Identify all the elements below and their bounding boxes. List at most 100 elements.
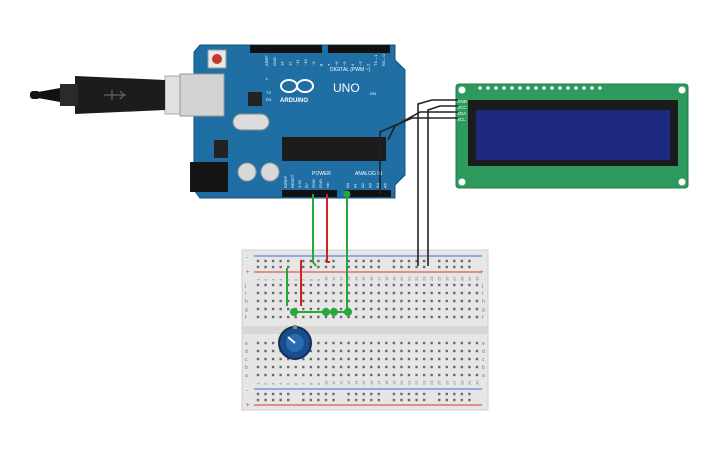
breadboard-hole[interactable]: [324, 349, 328, 353]
breadboard-hole[interactable]: [264, 341, 267, 345]
breadboard-hole[interactable]: [309, 373, 313, 377]
breadboard-hole[interactable]: [392, 357, 396, 361]
breadboard-hole[interactable]: [370, 349, 373, 353]
breadboard-hole[interactable]: [362, 299, 365, 303]
breadboard-hole[interactable]: [339, 299, 343, 303]
breadboard-hole[interactable]: [347, 315, 350, 319]
breadboard-hole[interactable]: [453, 283, 456, 287]
breadboard-hole[interactable]: [445, 365, 448, 369]
breadboard-hole[interactable]: [370, 365, 373, 369]
breadboard-hole[interactable]: [453, 259, 456, 263]
breadboard-hole[interactable]: [392, 341, 396, 345]
breadboard-hole[interactable]: [475, 307, 479, 311]
breadboard-hole[interactable]: [271, 392, 275, 396]
breadboard-hole[interactable]: [287, 357, 290, 361]
breadboard-hole[interactable]: [347, 283, 350, 287]
breadboard-hole[interactable]: [438, 398, 441, 402]
breadboard-hole[interactable]: [377, 349, 380, 353]
breadboard-hole[interactable]: [332, 398, 335, 402]
breadboard-hole[interactable]: [279, 392, 282, 396]
wire-gnd-green[interactable]: [312, 194, 317, 267]
breadboard-hole[interactable]: [415, 357, 418, 361]
breadboard-hole[interactable]: [264, 259, 267, 263]
breadboard-hole[interactable]: [332, 365, 335, 369]
breadboard-hole[interactable]: [392, 299, 396, 303]
breadboard-hole[interactable]: [400, 315, 403, 319]
breadboard-hole[interactable]: [302, 357, 305, 361]
breadboard-hole[interactable]: [354, 265, 358, 269]
breadboard-hole[interactable]: [339, 315, 343, 319]
breadboard-hole[interactable]: [347, 299, 350, 303]
breadboard-hole[interactable]: [407, 259, 411, 263]
usb-cable-icon[interactable]: [30, 75, 201, 115]
breadboard-hole[interactable]: [392, 373, 396, 377]
breadboard-hole[interactable]: [430, 341, 433, 345]
breadboard-hole[interactable]: [317, 398, 320, 402]
breadboard-hole[interactable]: [385, 365, 388, 369]
breadboard-hole[interactable]: [362, 341, 365, 345]
breadboard-hole[interactable]: [347, 365, 350, 369]
breadboard-hole[interactable]: [324, 315, 328, 319]
breadboard-hole[interactable]: [264, 283, 267, 287]
breadboard-hole[interactable]: [362, 349, 365, 353]
breadboard-hole[interactable]: [392, 265, 396, 269]
breadboard-hole[interactable]: [468, 398, 471, 402]
breadboard-hole[interactable]: [279, 373, 282, 377]
breadboard-hole[interactable]: [287, 373, 290, 377]
breadboard-hole[interactable]: [445, 307, 448, 311]
breadboard-hole[interactable]: [407, 315, 411, 319]
breadboard-hole[interactable]: [302, 291, 305, 295]
breadboard-hole[interactable]: [362, 357, 365, 361]
breadboard-hole[interactable]: [339, 349, 343, 353]
breadboard-hole[interactable]: [287, 365, 290, 369]
breadboard-hole[interactable]: [332, 357, 335, 361]
breadboard-hole[interactable]: [460, 357, 464, 361]
breadboard-hole[interactable]: [453, 291, 456, 295]
breadboard-hole[interactable]: [475, 365, 479, 369]
breadboard-hole[interactable]: [294, 365, 297, 369]
breadboard-hole[interactable]: [271, 398, 275, 402]
breadboard-hole[interactable]: [445, 398, 448, 402]
breadboard-hole[interactable]: [422, 373, 426, 377]
breadboard-hole[interactable]: [256, 291, 260, 295]
breadboard-hole[interactable]: [430, 299, 433, 303]
breadboard-hole[interactable]: [407, 283, 411, 287]
breadboard-hole[interactable]: [362, 373, 365, 377]
breadboard-hole[interactable]: [324, 259, 328, 263]
breadboard-hole[interactable]: [324, 365, 328, 369]
breadboard-hole[interactable]: [415, 365, 418, 369]
breadboard-hole[interactable]: [430, 365, 433, 369]
breadboard-hole[interactable]: [400, 283, 403, 287]
breadboard-hole[interactable]: [354, 259, 358, 263]
breadboard-hole[interactable]: [256, 392, 260, 396]
breadboard-hole[interactable]: [370, 357, 373, 361]
wire-endpoint[interactable]: [344, 308, 352, 316]
breadboard-hole[interactable]: [445, 291, 448, 295]
breadboard-hole[interactable]: [362, 259, 365, 263]
breadboard-hole[interactable]: [453, 398, 456, 402]
breadboard-hole[interactable]: [445, 357, 448, 361]
breadboard-hole[interactable]: [377, 265, 380, 269]
breadboard-hole[interactable]: [453, 307, 456, 311]
breadboard-hole[interactable]: [256, 259, 260, 263]
breadboard-hole[interactable]: [392, 259, 396, 263]
breadboard-hole[interactable]: [415, 349, 418, 353]
breadboard-hole[interactable]: [422, 315, 426, 319]
breadboard-hole[interactable]: [332, 373, 335, 377]
breadboard-hole[interactable]: [370, 315, 373, 319]
breadboard-hole[interactable]: [438, 365, 441, 369]
breadboard-hole[interactable]: [256, 398, 260, 402]
breadboard-hole[interactable]: [468, 392, 471, 396]
breadboard-hole[interactable]: [309, 357, 313, 361]
breadboard-hole[interactable]: [332, 349, 335, 353]
breadboard-hole[interactable]: [370, 307, 373, 311]
potentiometer-icon[interactable]: [278, 325, 312, 360]
breadboard-hole[interactable]: [324, 265, 328, 269]
breadboard-hole[interactable]: [385, 283, 388, 287]
breadboard-hole[interactable]: [339, 283, 343, 287]
breadboard-hole[interactable]: [460, 283, 464, 287]
breadboard-hole[interactable]: [377, 291, 380, 295]
breadboard-hole[interactable]: [392, 365, 396, 369]
breadboard-hole[interactable]: [332, 265, 335, 269]
breadboard-hole[interactable]: [407, 341, 411, 345]
